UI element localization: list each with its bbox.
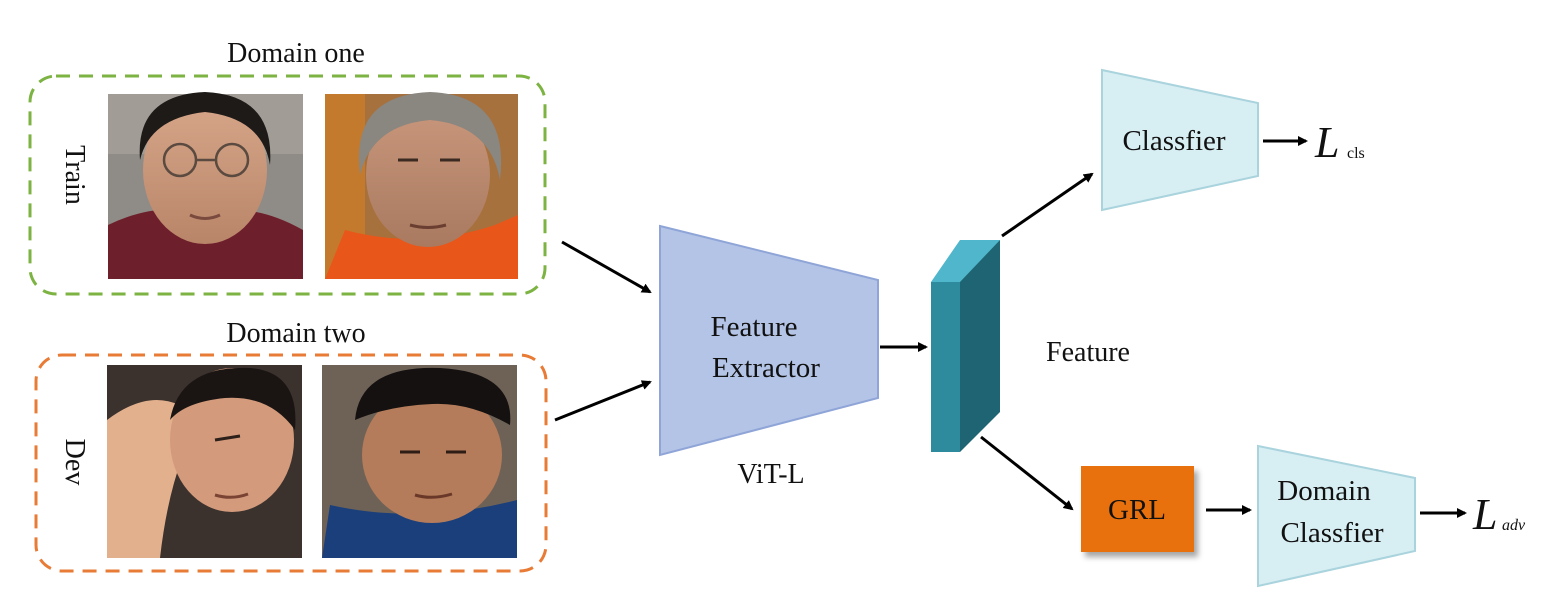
domain-classifier: Domain Classfier <box>1257 444 1416 588</box>
domain-one-title: Domain one <box>227 38 365 69</box>
domain-two-split-label: Dev <box>59 439 90 486</box>
feature-extractor: Feature Extractor <box>659 224 879 457</box>
classifier-label: Classfier <box>1122 125 1225 157</box>
feature-label: Feature <box>1046 337 1130 368</box>
feature-extractor-label-line2: Extractor <box>712 352 820 384</box>
feature-block-top <box>931 240 1000 282</box>
feature-block-front <box>931 282 960 452</box>
feature-block <box>931 240 1000 452</box>
classifier-shape <box>1101 68 1259 212</box>
loss-cls-symbol: L <box>1314 118 1339 167</box>
domain-classifier-label-line1: Domain <box>1277 475 1371 507</box>
face-photo-train-2 <box>325 92 518 279</box>
face-photo-dev-1 <box>107 365 302 558</box>
feature-extractor-shape <box>659 224 879 457</box>
loss-cls: L cls <box>1314 118 1365 167</box>
backbone-label: ViT-L <box>737 459 804 490</box>
domain-classifier-shape <box>1257 444 1416 588</box>
grl-block: GRL <box>1081 466 1194 552</box>
arrow-feature-to-classifier <box>1001 172 1094 238</box>
feature-extractor-label-line1: Feature <box>711 311 798 343</box>
face-photo-dev-2 <box>322 365 517 558</box>
grl-label: GRL <box>1108 494 1166 526</box>
feature-block-side <box>960 240 1000 452</box>
loss-adv-subscript: adv <box>1502 517 1526 534</box>
domain-two-title: Domain two <box>226 318 365 349</box>
arrow-feature-to-grl <box>980 435 1074 511</box>
domain-two-group: Domain two Dev <box>34 318 548 573</box>
loss-adv-symbol: L <box>1472 490 1497 539</box>
domain-one-split-label: Train <box>59 145 90 205</box>
arrow-dev-to-extractor <box>554 380 652 422</box>
domain-one-group: Domain one Train <box>28 38 547 296</box>
loss-adv: L adv <box>1472 490 1526 539</box>
grl-box <box>1081 466 1194 552</box>
arrow-train-to-extractor <box>561 240 652 294</box>
domain-one-border <box>28 74 547 296</box>
face-photo-train-1 <box>108 92 303 279</box>
classifier: Classfier <box>1101 68 1259 212</box>
domain-two-border <box>34 353 548 573</box>
loss-cls-subscript: cls <box>1347 145 1365 162</box>
domain-classifier-label-line2: Classfier <box>1280 517 1383 549</box>
